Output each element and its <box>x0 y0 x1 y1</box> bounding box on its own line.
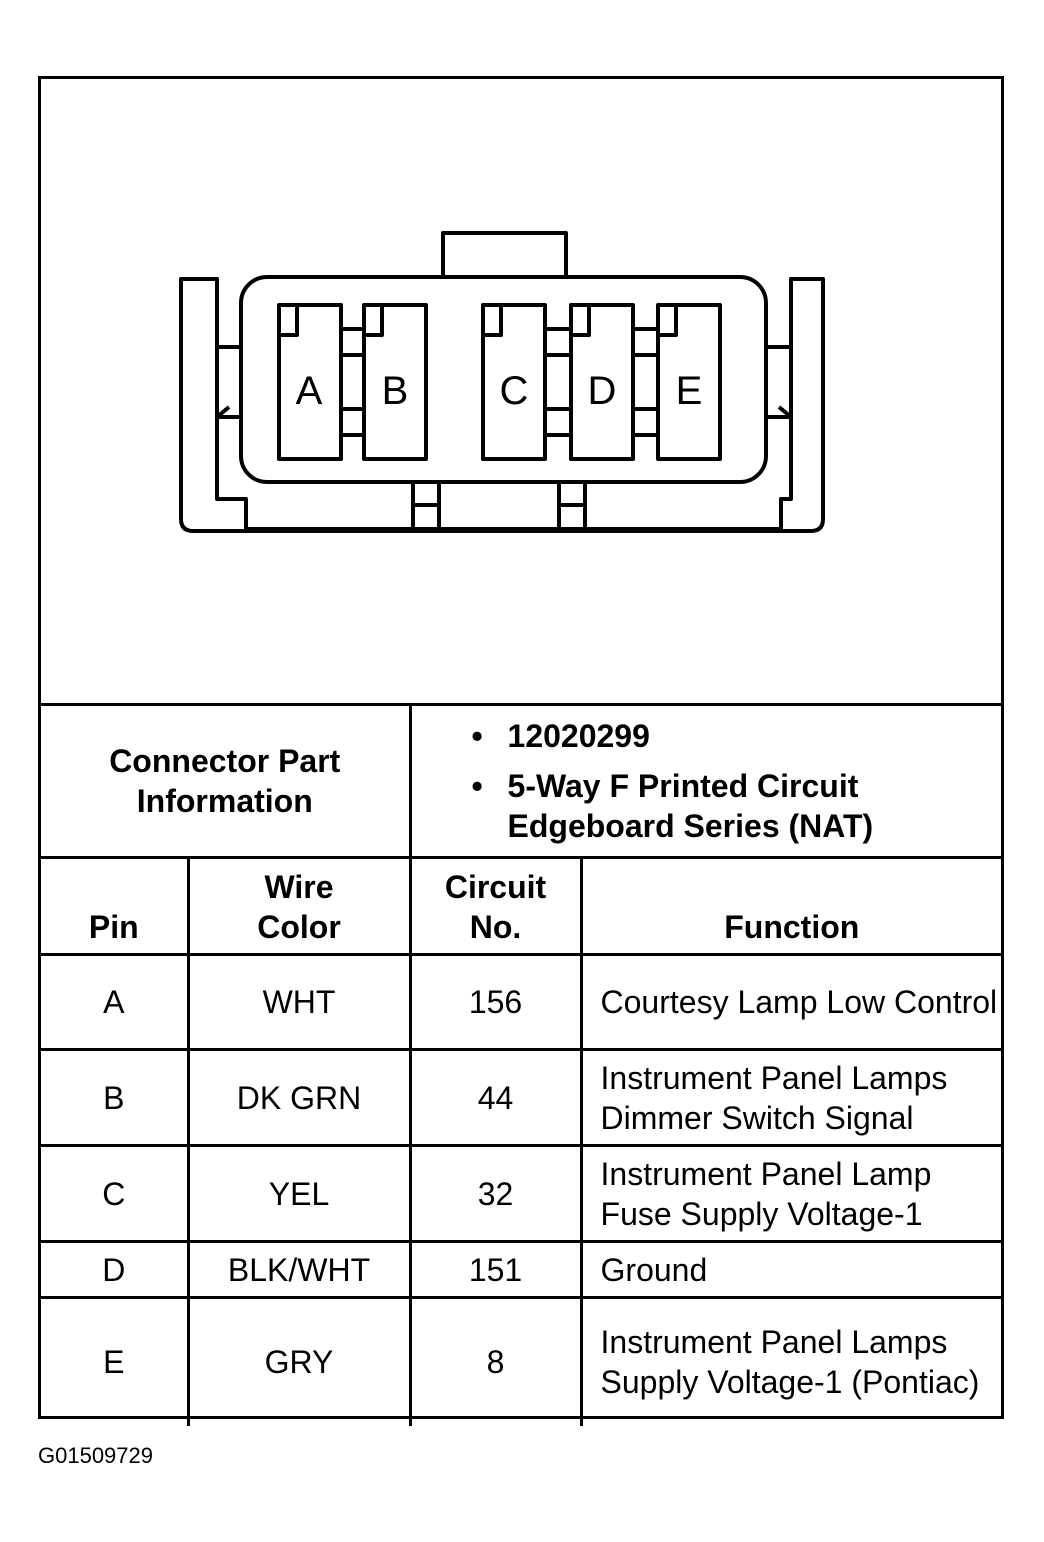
part-info-details: 12020299 5-Way F Printed Circuit Edgeboa… <box>408 703 1002 859</box>
table-row: C YEL 32 Instrument Panel Lamp Fuse Supp… <box>41 1144 1002 1243</box>
row-e-pin: E <box>41 1296 190 1426</box>
document-frame: A B C D E Connector Part Information 120… <box>38 76 1004 1426</box>
row-c-pin: C <box>41 1144 190 1243</box>
row-e-circuit: 8 <box>408 1296 583 1426</box>
row-a-function: Courtesy Lamp Low Control <box>579 953 1002 1051</box>
header-function: Function <box>579 856 1002 956</box>
row-c-wire: YEL <box>186 1144 412 1243</box>
pin-label-e: E <box>675 369 703 413</box>
part-description: 5-Way F Printed Circuit Edgeboard Series… <box>472 766 992 846</box>
part-number: 12020299 <box>472 716 992 756</box>
row-d-circuit: 151 <box>408 1240 583 1299</box>
part-info-label: Connector Part Information <box>41 703 412 859</box>
table-row: E GRY 8 Instrument Panel Lamps Supply Vo… <box>41 1296 1002 1426</box>
header-wire-color: Wire Color <box>186 856 412 956</box>
row-b-function: Instrument Panel Lamps Dimmer Switch Sig… <box>579 1048 1002 1147</box>
part-info-row: Connector Part Information 12020299 5-Wa… <box>41 703 1002 859</box>
part-info-label-line1: Connector Part <box>109 743 341 779</box>
header-circuit-no: Circuit No. <box>408 856 583 956</box>
row-c-circuit: 32 <box>408 1144 583 1243</box>
header-pin: Pin <box>41 856 190 956</box>
table-header-row: Pin Wire Color Circuit No. Function <box>41 856 1002 956</box>
pin-cavity-e <box>656 303 722 461</box>
table-row: D BLK/WHT 151 Ground <box>41 1240 1002 1299</box>
pin-cavity-b <box>362 303 428 461</box>
row-e-function: Instrument Panel Lamps Supply Voltage-1 … <box>579 1296 1002 1426</box>
row-a-pin: A <box>41 953 190 1051</box>
row-a-circuit: 156 <box>408 953 583 1051</box>
row-d-wire: BLK/WHT <box>186 1240 412 1299</box>
row-b-wire: DK GRN <box>186 1048 412 1147</box>
pin-label-d: D <box>587 369 617 413</box>
pin-cavity-c <box>481 303 547 461</box>
connector-diagram: A B C D E <box>41 79 1001 705</box>
pin-cavity-a <box>277 303 343 461</box>
row-b-circuit: 44 <box>408 1048 583 1147</box>
table-row: B DK GRN 44 Instrument Panel Lamps Dimme… <box>41 1048 1002 1147</box>
document-id: G01509729 <box>38 1443 153 1468</box>
part-info-label-line2: Information <box>136 783 313 819</box>
row-d-pin: D <box>41 1240 190 1299</box>
row-b-pin: B <box>41 1048 190 1147</box>
connector-face-drawing <box>179 231 825 533</box>
row-c-function: Instrument Panel Lamp Fuse Supply Voltag… <box>579 1144 1002 1243</box>
row-e-wire: GRY <box>186 1296 412 1426</box>
pin-cavity-d <box>569 303 635 461</box>
row-a-wire: WHT <box>186 953 412 1051</box>
connector-info-table: Connector Part Information 12020299 5-Wa… <box>41 703 1002 1426</box>
pin-label-b: B <box>381 369 409 413</box>
table-row: A WHT 156 Courtesy Lamp Low Control <box>41 953 1002 1051</box>
row-d-function: Ground <box>579 1240 1002 1299</box>
pin-label-a: A <box>295 369 323 413</box>
pin-label-c: C <box>499 369 529 413</box>
